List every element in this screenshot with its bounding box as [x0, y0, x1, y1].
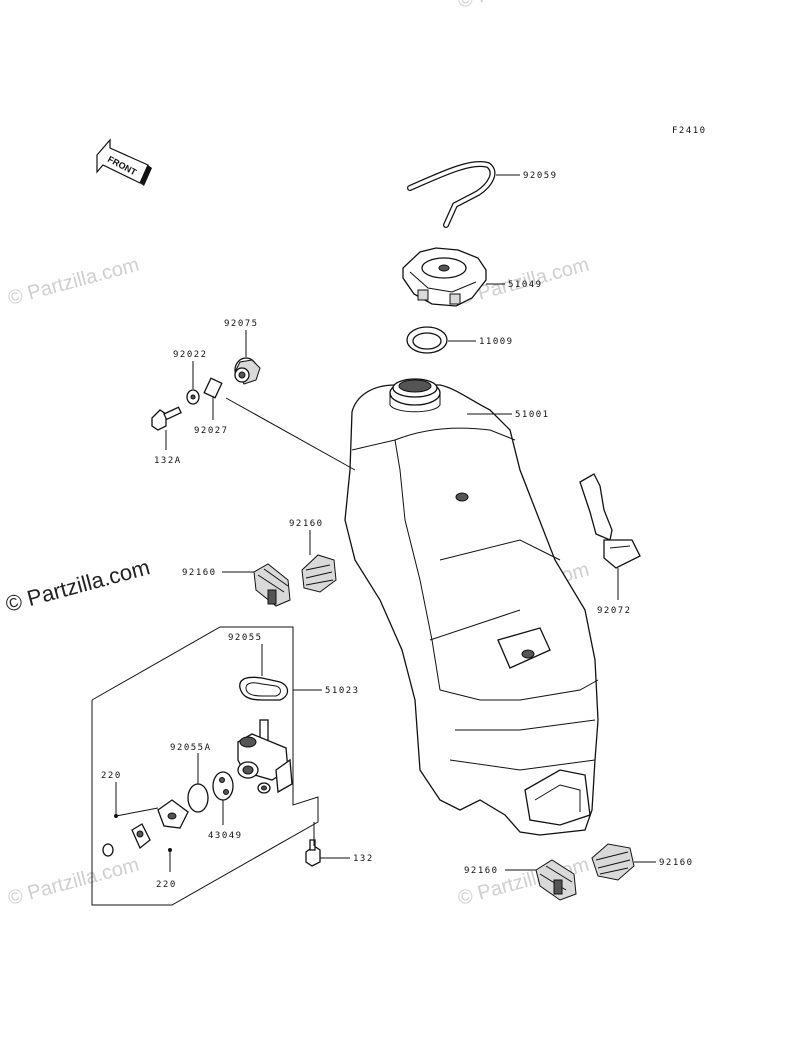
pad-92160-left	[222, 563, 291, 607]
label-11009: 11009	[479, 337, 514, 347]
label-92072: 92072	[597, 606, 632, 616]
pad-92160-upper	[301, 530, 337, 593]
mount-hardware	[151, 330, 356, 471]
watermark: © Partzilla.com	[456, 0, 592, 13]
label-92160-d: 92160	[659, 858, 694, 868]
lever-plate	[102, 782, 189, 872]
cap-gasket	[406, 326, 476, 354]
label-92055: 92055	[228, 633, 263, 643]
lever-gasket	[212, 771, 234, 825]
label-92027: 92027	[194, 426, 229, 436]
fuel-cock-assembly-box	[91, 626, 322, 906]
tank-strap	[579, 473, 641, 600]
label-92160-b: 92160	[182, 568, 217, 578]
label-220-b: 220	[156, 880, 177, 890]
o-ring	[187, 753, 209, 813]
pad-92160-bottom-left	[505, 859, 577, 901]
label-51023: 51023	[325, 686, 360, 696]
label-132A: 132A	[154, 456, 182, 466]
watermark: © Partzilla.com	[6, 854, 142, 910]
label-43049: 43049	[208, 831, 243, 841]
bolt-132	[305, 822, 350, 867]
fuel-cock	[237, 719, 293, 794]
front-arrow-icon: FRONT	[96, 138, 152, 186]
watermark: © Partzilla.com	[6, 254, 142, 310]
label-92160-a: 92160	[289, 519, 324, 529]
pad-92160-bottom-right	[591, 843, 656, 881]
breather-hose	[407, 161, 520, 228]
label-92022: 92022	[173, 350, 208, 360]
fuel-tank	[344, 378, 599, 836]
label-51049: 51049	[508, 280, 543, 290]
fuel-cap	[402, 247, 505, 307]
label-92160-c: 92160	[464, 866, 499, 876]
label-92059: 92059	[523, 171, 558, 181]
fuel-filter-screen	[239, 644, 289, 701]
label-220-a: 220	[101, 771, 122, 781]
label-132: 132	[353, 854, 374, 864]
diagram-code: F2410	[672, 126, 707, 136]
label-51001: 51001	[515, 410, 550, 420]
watermark-dark: © Partzilla.com	[3, 554, 153, 617]
label-92055A: 92055A	[170, 743, 212, 753]
label-92075: 92075	[224, 319, 259, 329]
